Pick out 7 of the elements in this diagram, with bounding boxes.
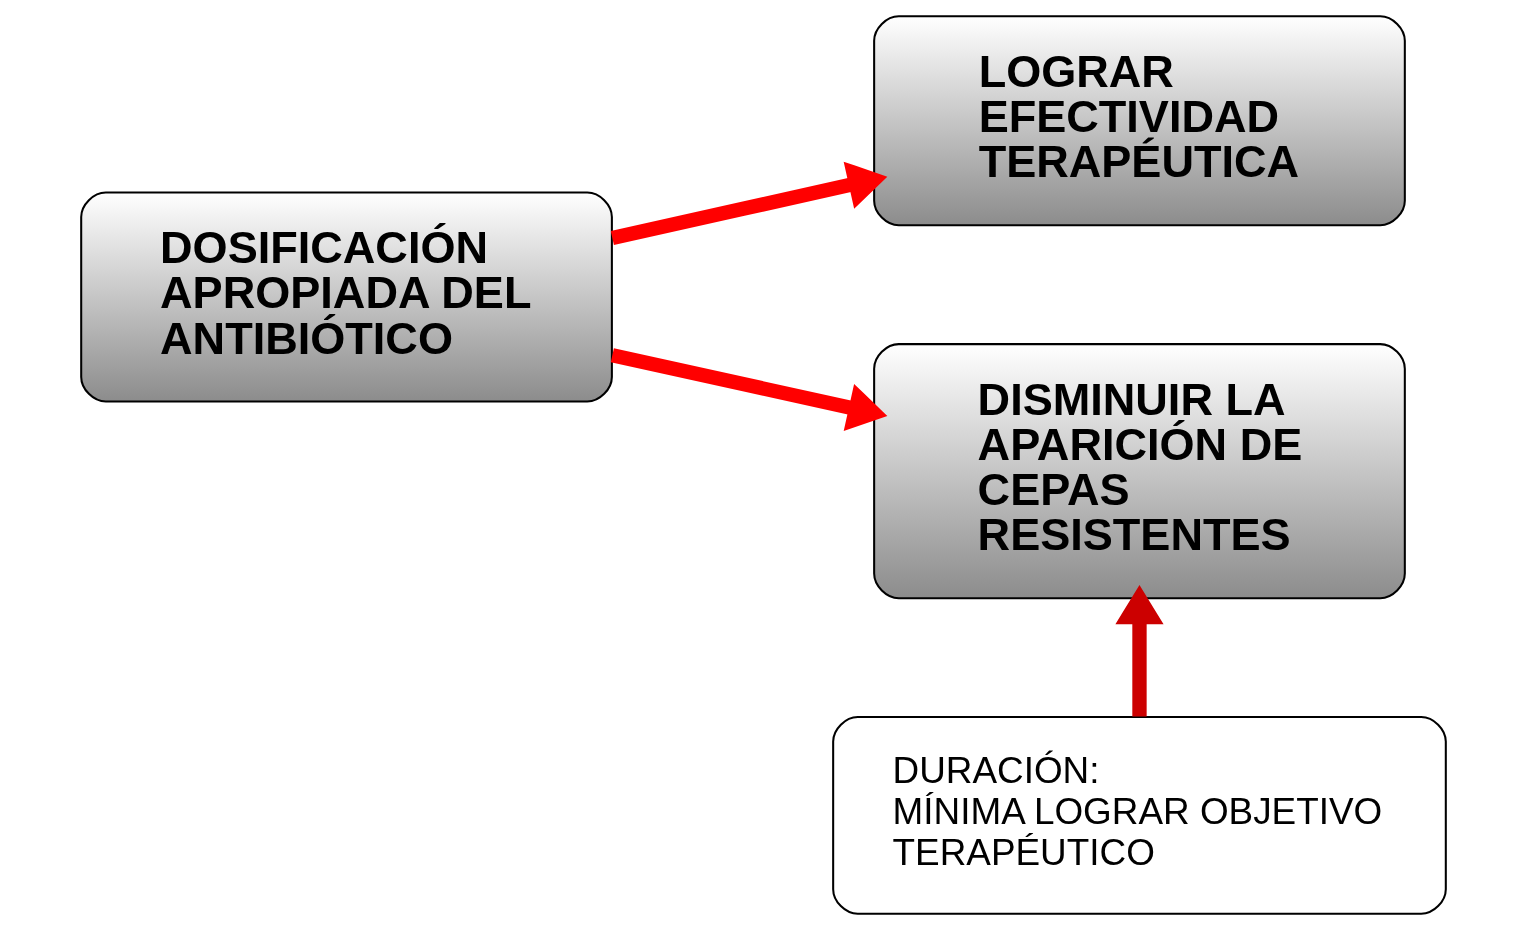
node-box: DISMINUIR LA APARICIÓN DE CEPAS RESISTENTES bbox=[873, 343, 1406, 600]
arrow bbox=[610, 348, 888, 431]
node-box: LOGRAR EFECTIVIDAD TERAPÉUTICA bbox=[873, 15, 1406, 227]
node-box: DOSIFICACIÓN APROPIADA DEL ANTIBIÓTICO bbox=[80, 191, 613, 403]
arrow bbox=[610, 161, 888, 246]
arrow bbox=[1115, 584, 1164, 717]
node-box: DURACIÓN: MÍNIMA LOGRAR OBJETIVO TERAPÉUTICO bbox=[832, 716, 1447, 915]
